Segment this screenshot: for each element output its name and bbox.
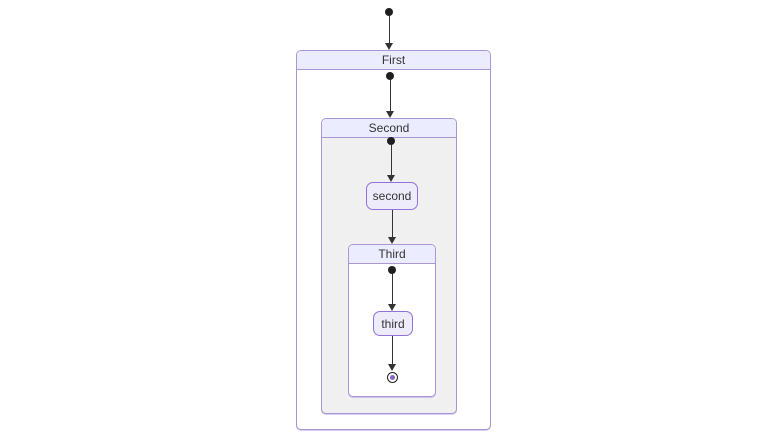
transition-arrow <box>389 16 390 43</box>
initial-state-dot <box>387 137 395 145</box>
state-node-second-label: second <box>372 189 412 203</box>
state-node-second: second <box>366 182 418 210</box>
state-third: Third third <box>348 244 436 397</box>
arrowhead-icon <box>386 111 394 118</box>
initial-state-dot <box>385 8 393 16</box>
final-state-inner-dot <box>390 375 395 380</box>
state-second: Second second Third third <box>321 118 457 414</box>
transition-arrow <box>390 80 391 111</box>
transition-arrow <box>392 274 393 304</box>
transition-arrow <box>391 145 392 175</box>
state-first-title: First <box>297 51 490 70</box>
final-state-icon <box>387 372 398 383</box>
initial-state-dot <box>386 72 394 80</box>
state-second-title: Second <box>322 119 456 138</box>
arrowhead-icon <box>385 43 393 50</box>
initial-state-dot <box>388 266 396 274</box>
arrowhead-icon <box>388 237 396 244</box>
arrowhead-icon <box>387 175 395 182</box>
state-first: First Second second Third third <box>296 50 491 430</box>
transition-arrow <box>392 336 393 364</box>
state-node-third-label: third <box>381 316 405 331</box>
transition-arrow <box>392 210 393 237</box>
arrowhead-icon <box>388 304 396 311</box>
arrowhead-icon <box>388 364 396 371</box>
state-third-title: Third <box>349 245 435 264</box>
state-node-third: third <box>373 311 413 336</box>
